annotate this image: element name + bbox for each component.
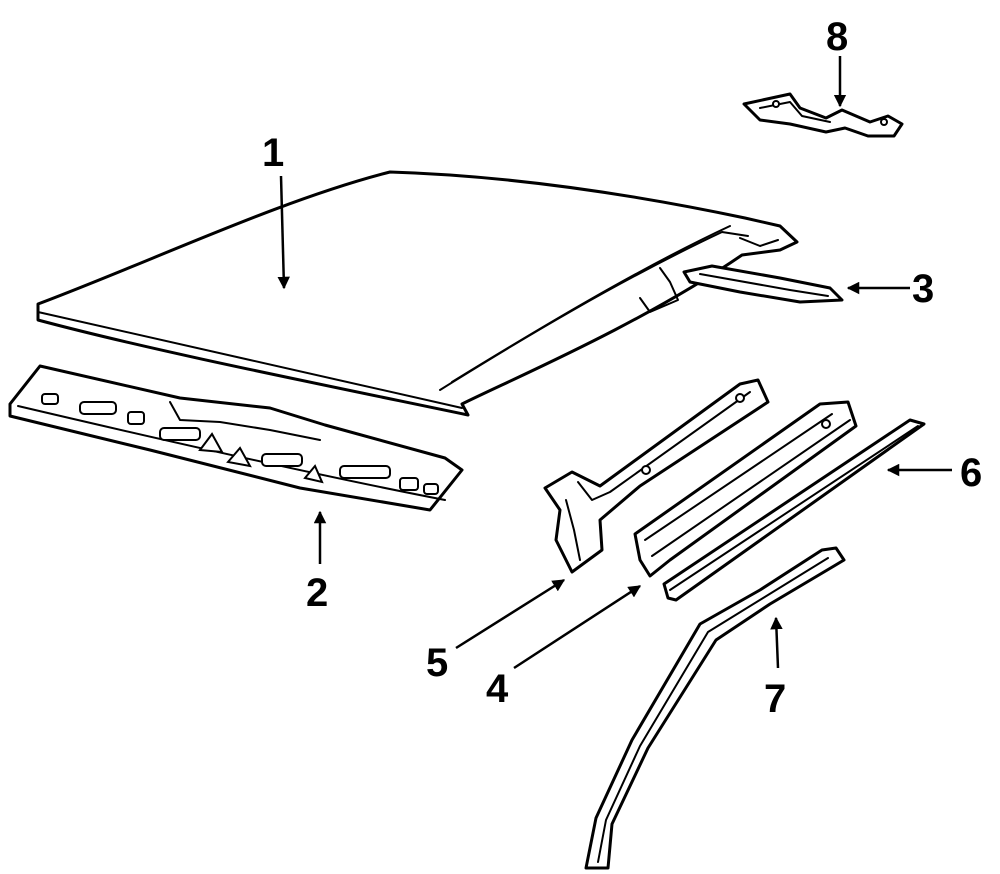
callout-2: 2 (306, 571, 328, 615)
callout-6: 6 (960, 451, 982, 495)
callout-7: 7 (764, 677, 786, 721)
leader-4 (513, 584, 642, 670)
bracket (742, 92, 904, 138)
windshield-pillar-reinforcement (543, 378, 770, 574)
leader-5 (455, 578, 566, 650)
callout-labels: 1 2 3 4 5 6 7 8 (262, 15, 982, 721)
roof-panel (36, 170, 799, 417)
callout-8: 8 (826, 15, 848, 59)
leader-7 (770, 616, 783, 669)
callout-4: 4 (486, 667, 509, 711)
door-weatherstrip (584, 546, 846, 870)
weatherstrip-retainer (662, 418, 926, 602)
leader-1 (277, 175, 290, 290)
side-rail (633, 400, 858, 578)
roof-bow (682, 264, 844, 304)
callout-5: 5 (426, 641, 448, 685)
leader-lines (277, 56, 952, 670)
callout-3: 3 (912, 267, 934, 311)
front-header-panel (8, 364, 464, 512)
callout-1: 1 (262, 131, 284, 175)
